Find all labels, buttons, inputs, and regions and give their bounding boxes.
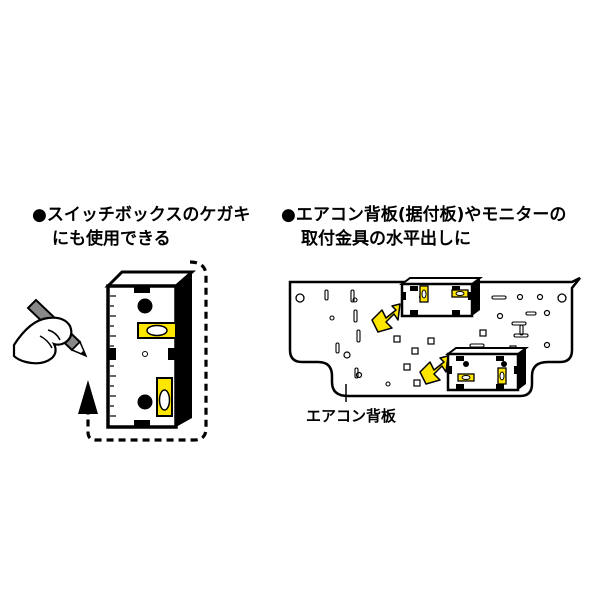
aircon-caption-line2: 取付金具の水平出しに: [301, 229, 471, 249]
plate-square-hole: [479, 329, 487, 337]
up-arrow-icon: [78, 380, 98, 414]
plate-square-hole: [413, 379, 421, 387]
lower-level-tool: [445, 347, 529, 392]
plate-hole: [343, 351, 351, 359]
switchbox-caption: ●スイッチボックスのケガキ にも使用できる: [32, 203, 250, 251]
plate-vertical-slots: [324, 289, 524, 379]
aircon-caption: ●エアコン背板(据付板)やモニターの 取付金具の水平出しに: [281, 203, 566, 251]
dashed-motion-path: [86, 260, 208, 442]
plate-hole: [496, 312, 504, 320]
plate-hole: [329, 315, 335, 321]
screw-hole-top: [137, 298, 153, 314]
vertical-level-bubble: [158, 389, 171, 411]
plate-hole: [295, 293, 305, 303]
switchbox-illustration: [12, 260, 208, 442]
plate-hole: [385, 381, 391, 387]
aircon-plate-label: エアコン背板: [306, 407, 397, 425]
plate-square-hole: [393, 335, 401, 343]
plate-square-hole: [411, 347, 419, 355]
horizontal-level-bubble: [146, 324, 168, 337]
aircon-plate-illustration: [288, 276, 581, 402]
plate-hole: [355, 371, 363, 379]
switchbox-top: [104, 270, 196, 288]
hand-with-pencil-icon: [12, 298, 88, 365]
box-notch-left: [109, 348, 116, 360]
box-notch-right: [168, 348, 175, 360]
box-notch-top: [134, 287, 150, 293]
switchbox-side: [176, 272, 192, 427]
plate-hole: [536, 293, 544, 301]
plate-hole: [352, 297, 358, 303]
plate-square-hole: [403, 363, 411, 371]
box-notch-bottom: [134, 420, 150, 426]
pointer-arrow-icon: [371, 303, 401, 333]
aircon-caption-line1: ●エアコン背板(据付板)やモニターの: [281, 205, 567, 225]
plate-square-hole: [427, 337, 435, 345]
plate-hole: [516, 293, 524, 301]
plate-hole: [543, 309, 551, 317]
center-hole: [142, 351, 148, 357]
switchbox-caption-line2: にも使用できる: [52, 229, 171, 249]
upper-level-tool: [399, 277, 483, 318]
pointer-arrow-icon: [419, 355, 449, 385]
plate-hole: [543, 341, 551, 349]
plate-hole: [557, 293, 567, 303]
screw-hole-bottom: [137, 394, 153, 410]
switchbox-caption-line1: ●スイッチボックスのケガキ: [32, 205, 251, 225]
